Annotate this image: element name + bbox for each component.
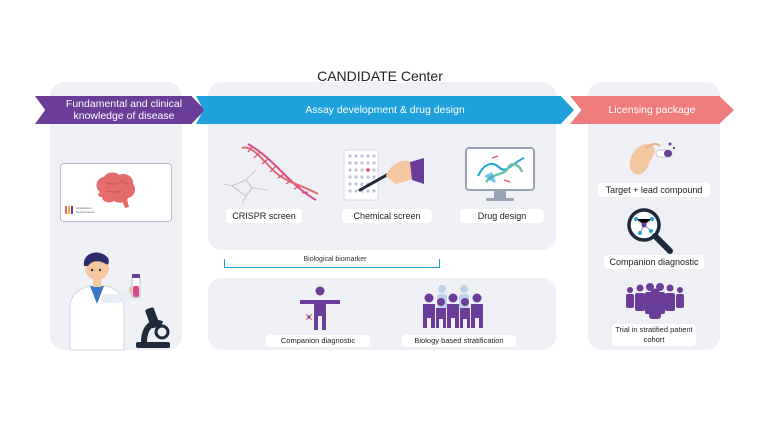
- biomarker-bracket: [224, 259, 440, 268]
- chemical-screen-icon: [343, 149, 424, 201]
- pill-hand-icon: [629, 142, 675, 175]
- stratification-group-icon: [423, 285, 483, 328]
- magnifier-network-icon: [627, 208, 673, 254]
- knowledge-arrow: Fundamental and clinical knowledge of di…: [35, 96, 205, 124]
- patient-cohort-icon: [626, 283, 684, 319]
- crispr-label: CRISPR screen: [226, 209, 302, 223]
- drug-design-label: Drug design: [460, 209, 544, 223]
- assay-arrow: Assay development & drug design: [196, 96, 574, 124]
- scientist-illustration: [69, 252, 170, 351]
- biomarker-companion-label: Companion diagnostic: [266, 335, 370, 347]
- target-compound-label: Target + lead compound: [598, 183, 710, 197]
- chemical-screen-label: Chemical screen: [342, 209, 432, 223]
- licensing-arrow: Licensing package: [570, 96, 734, 124]
- knowledge-arrow-label: Fundamental and clinical knowledge of di…: [65, 98, 183, 122]
- center-title: CANDIDATE Center: [317, 68, 443, 84]
- logo-text: Amsterdam Neuroscience: [76, 206, 95, 214]
- stratification-label: Biology based stratification: [402, 335, 516, 347]
- licensing-arrow-label: Licensing package: [608, 104, 696, 116]
- person-diagnostic-icon: [300, 286, 340, 330]
- drug-design-monitor-icon: [465, 147, 535, 201]
- trial-cohort-label: Trial in stratified patient cohort: [612, 324, 696, 346]
- licensing-companion-label: Companion diagnostic: [604, 255, 704, 269]
- assay-arrow-label: Assay development & drug design: [305, 104, 465, 116]
- dna-icon: [223, 143, 319, 205]
- logo-bars-icon: [65, 206, 73, 214]
- brain-icon: [96, 172, 136, 208]
- biomarker-label: Biological biomarker: [280, 256, 390, 263]
- monitor-logo: Amsterdam Neuroscience: [65, 206, 105, 214]
